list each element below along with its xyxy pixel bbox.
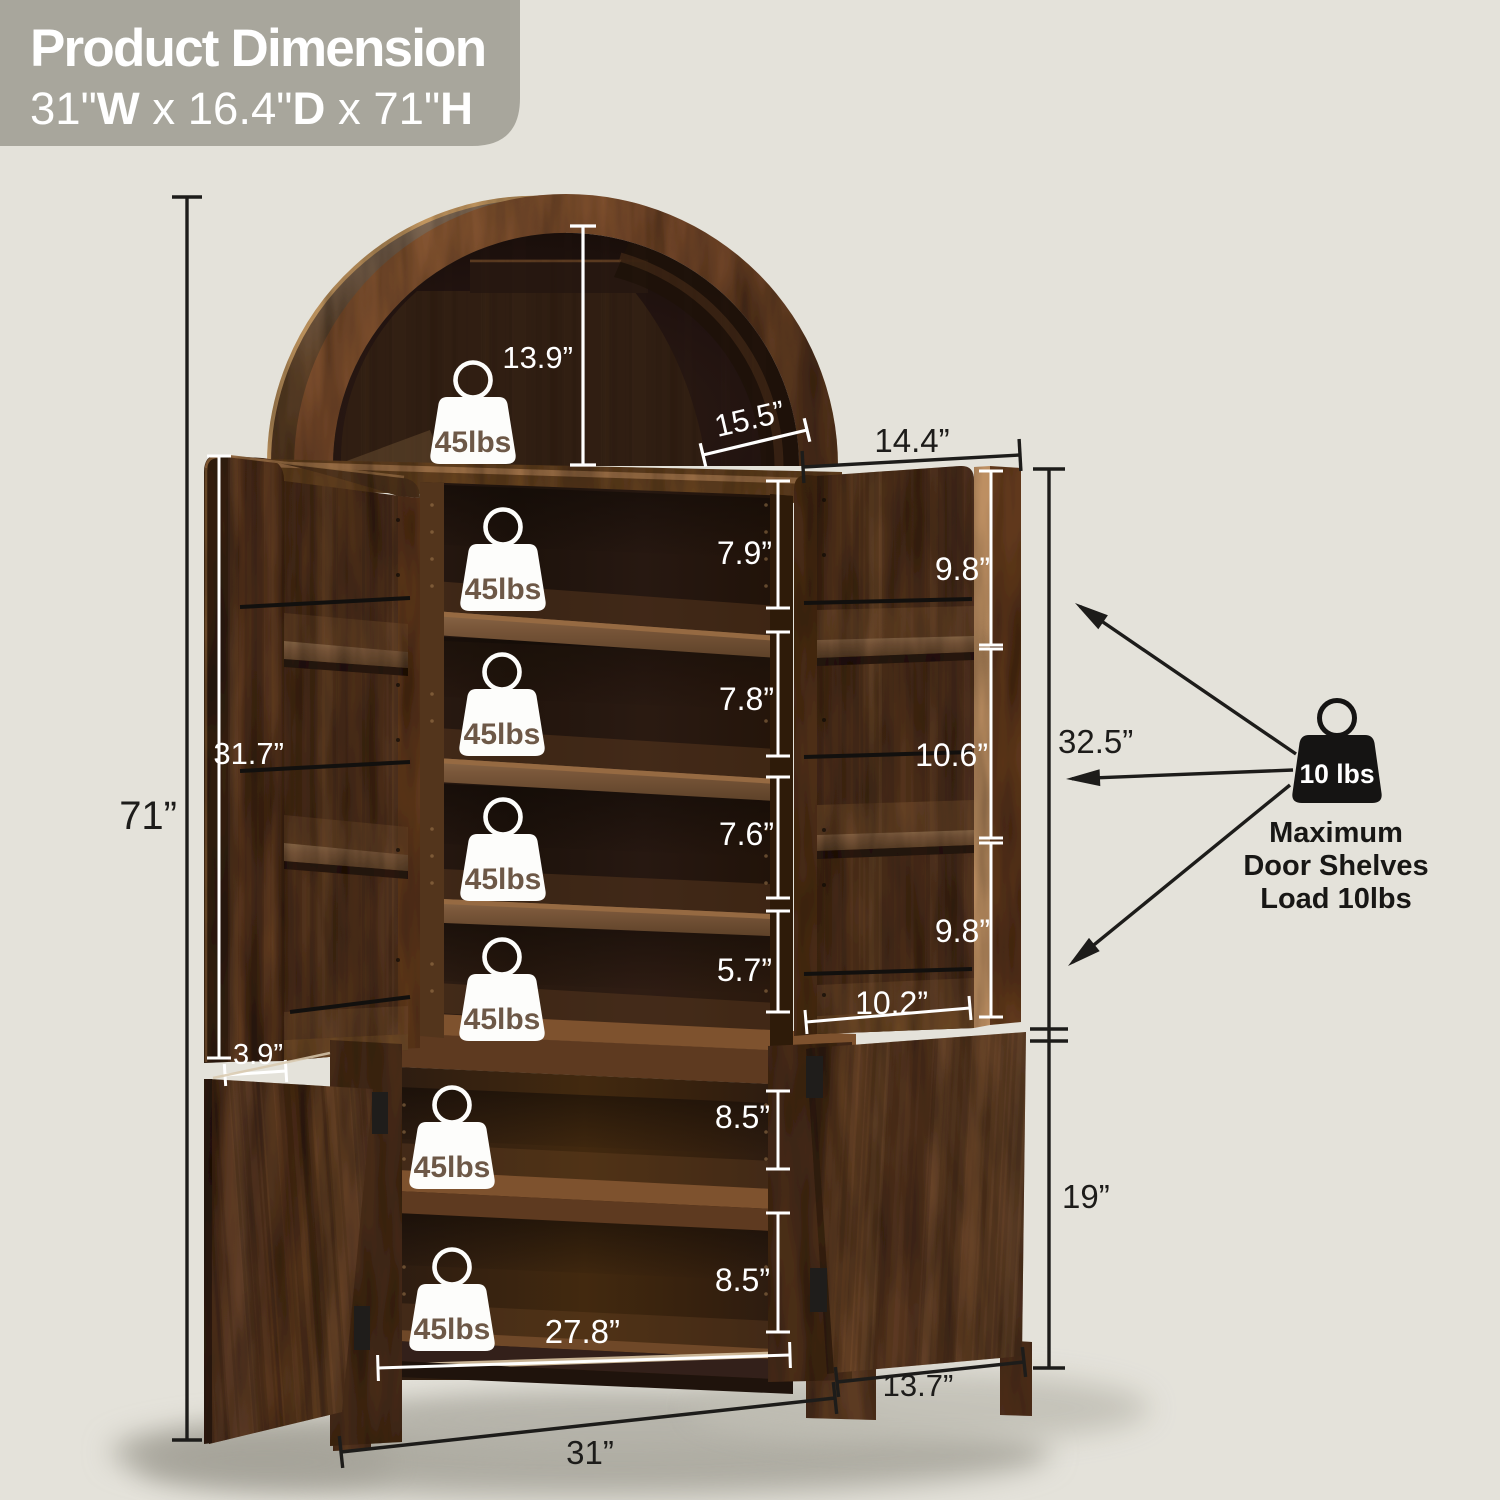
svg-text:10.2”: 10.2” <box>855 985 928 1021</box>
svg-text:19”: 19” <box>1062 1178 1110 1215</box>
svg-text:45lbs: 45lbs <box>464 718 541 751</box>
svg-text:10.6”: 10.6” <box>915 737 988 773</box>
svg-text:Maximum: Maximum <box>1269 817 1403 849</box>
svg-text:45lbs: 45lbs <box>465 573 542 606</box>
svg-text:31"W x 16.4"D x 71"H: 31"W x 16.4"D x 71"H <box>30 83 473 134</box>
svg-text:45lbs: 45lbs <box>465 863 542 896</box>
svg-text:14.4”: 14.4” <box>874 422 949 459</box>
svg-text:13.7”: 13.7” <box>883 1368 954 1403</box>
svg-text:71”: 71” <box>119 794 177 838</box>
svg-text:32.5”: 32.5” <box>1058 723 1133 760</box>
svg-text:3.9”: 3.9” <box>233 1039 283 1071</box>
svg-text:45lbs: 45lbs <box>414 1151 491 1184</box>
svg-text:5.7”: 5.7” <box>717 952 772 988</box>
svg-text:45lbs: 45lbs <box>464 1003 541 1036</box>
svg-text:9.8”: 9.8” <box>935 551 990 587</box>
svg-text:Product Dimension: Product Dimension <box>30 19 485 78</box>
svg-text:7.9”: 7.9” <box>717 535 772 571</box>
svg-text:9.8”: 9.8” <box>935 913 990 949</box>
svg-text:8.5”: 8.5” <box>715 1099 770 1135</box>
svg-text:27.8”: 27.8” <box>545 1313 620 1350</box>
svg-text:Door Shelves: Door Shelves <box>1243 850 1428 882</box>
svg-text:8.5”: 8.5” <box>715 1262 770 1298</box>
svg-text:10 lbs: 10 lbs <box>1299 759 1374 789</box>
svg-text:7.8”: 7.8” <box>719 681 774 717</box>
svg-text:45lbs: 45lbs <box>414 1313 491 1346</box>
svg-text:31.7”: 31.7” <box>213 736 284 771</box>
svg-text:7.6”: 7.6” <box>719 816 774 852</box>
svg-text:31”: 31” <box>566 1434 614 1471</box>
svg-text:13.9”: 13.9” <box>502 340 573 375</box>
svg-text:45lbs: 45lbs <box>435 426 512 459</box>
svg-text:Load 10lbs: Load 10lbs <box>1260 883 1412 915</box>
